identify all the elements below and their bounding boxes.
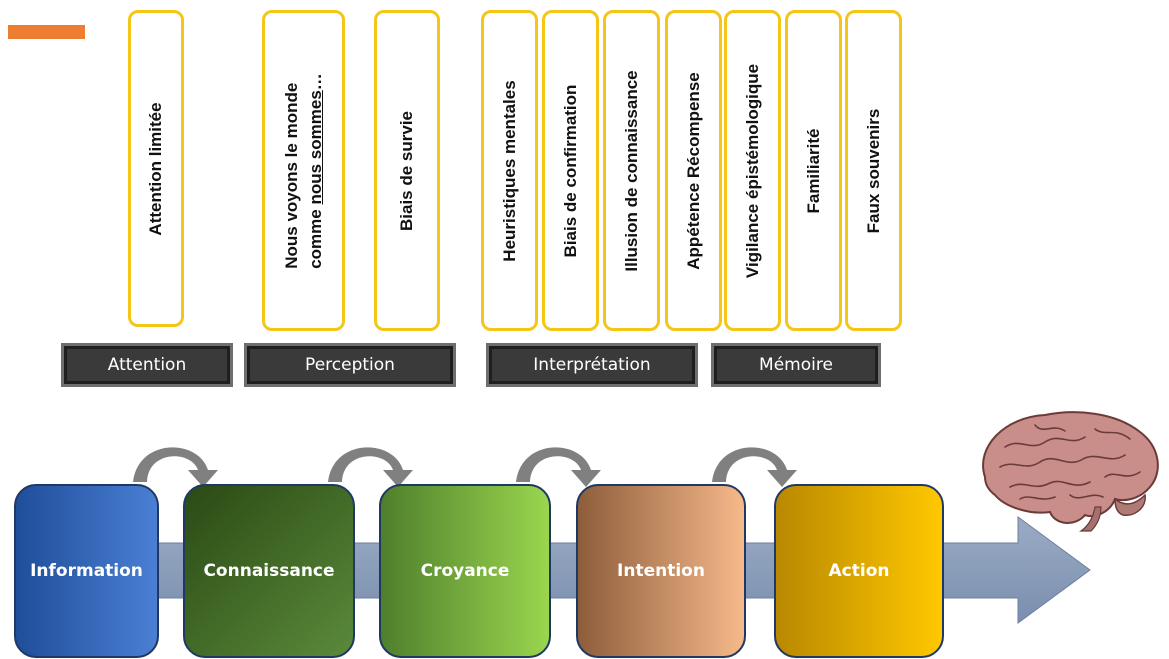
bias-card-label: Biais de confirmation (560, 84, 580, 257)
stage-interpretation: Interprétation (486, 343, 698, 387)
bias-card-line2-pre: comme (305, 204, 325, 269)
bias-card-label: Faux souvenirs (863, 108, 883, 233)
bias-card-label: Vigilance épistémologique (742, 63, 762, 278)
bias-card-label: Illusion de connaissance (621, 69, 641, 272)
loop-arrow-2 (328, 447, 413, 487)
loop-arrow-4 (712, 447, 797, 487)
bias-card-label: Heuristiques mentales (499, 79, 519, 262)
bias-card-label: Attention limitée (146, 101, 165, 236)
bias-card-biais-de-survie: Biais de survie (374, 10, 440, 331)
bias-card-vigilance-epistemologique: Vigilance épistémologique (724, 10, 781, 331)
bias-card-biais-de-confirmation: Biais de confirmation (542, 10, 599, 331)
step-connaissance: Connaissance (183, 484, 355, 658)
brain-icon (982, 411, 1159, 532)
bias-card-appetence-recompense: Appétence Récompense (665, 10, 722, 331)
bias-card-line2-underlined: nous sommes (305, 89, 325, 205)
step-croyance: Croyance (379, 484, 551, 658)
step-information: Information (14, 484, 159, 658)
accent-bar (8, 25, 85, 39)
bias-card-attention-limitee: Attention limitée (128, 10, 184, 327)
bias-card-label: Nous voyons le monde comme nous sommes… (280, 73, 328, 269)
bias-card-line2: comme nous sommes… (304, 73, 328, 269)
step-intention: Intention (576, 484, 746, 658)
bias-card-familiarite: Familiarité (785, 10, 842, 331)
step-action: Action (774, 484, 944, 658)
loop-arrow-3 (516, 447, 601, 487)
stage-perception: Perception (244, 343, 456, 387)
bias-card-line1: Nous voyons le monde (281, 82, 301, 269)
bias-card-line2-post: … (305, 72, 325, 90)
bias-card-faux-souvenirs: Faux souvenirs (845, 10, 902, 331)
bias-card-label: Appétence Récompense (683, 71, 703, 270)
bias-card-label: Familiarité (803, 127, 823, 214)
bias-card-heuristiques-mentales: Heuristiques mentales (481, 10, 538, 331)
bias-card-illusion-de-connaissance: Illusion de connaissance (603, 10, 660, 331)
loop-arrow-1 (133, 447, 218, 487)
stage-memoire: Mémoire (711, 343, 881, 387)
bias-card-label: Biais de survie (397, 110, 416, 231)
bias-card-nous-voyons: Nous voyons le monde comme nous sommes… (262, 10, 345, 331)
stage-attention: Attention (61, 343, 233, 387)
